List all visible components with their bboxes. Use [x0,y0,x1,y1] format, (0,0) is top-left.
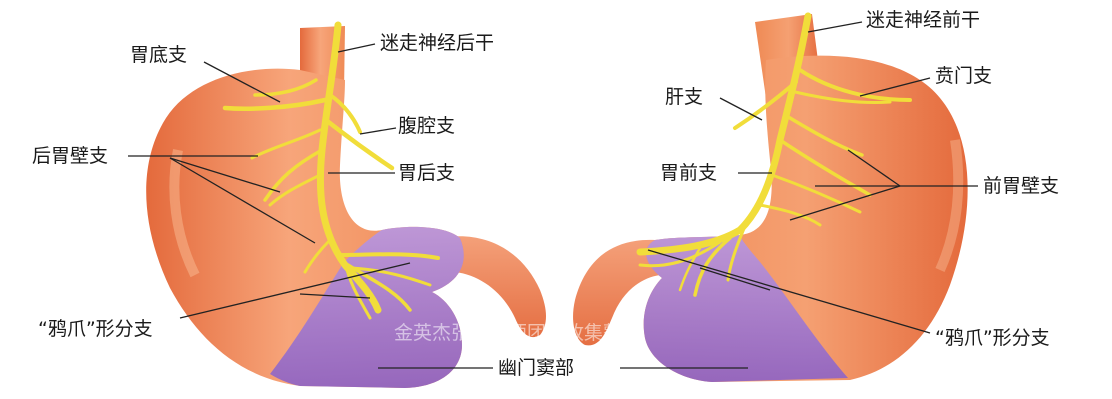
label-posterior-vagal-trunk: 迷走神经后干 [380,34,494,53]
label-cardiac-branch: 贲门支 [935,67,992,86]
watermark: 金英杰张伟老师团队收集整理 [394,324,641,343]
label-posterior-gastric-branch: 胃后支 [398,164,455,183]
label-anterior-gastric-branch: 胃前支 [660,164,717,183]
label-anterior-vagal-trunk: 迷走神经前干 [866,11,980,30]
label-anterior-gastric-wall-branch: 前胃壁支 [983,177,1059,196]
label-crows-foot-right: “鸦爪”形分支 [935,329,1050,348]
label-celiac-branch: 腹腔支 [398,117,455,136]
label-hepatic-branch: 肝支 [665,88,703,107]
label-fundus-branch: 胃底支 [130,46,187,65]
label-posterior-gastric-wall-branch: 后胃壁支 [32,147,108,166]
label-crows-foot-left: “鸦爪”形分支 [38,320,153,339]
label-pyloric-antrum: 幽门窦部 [498,359,574,378]
